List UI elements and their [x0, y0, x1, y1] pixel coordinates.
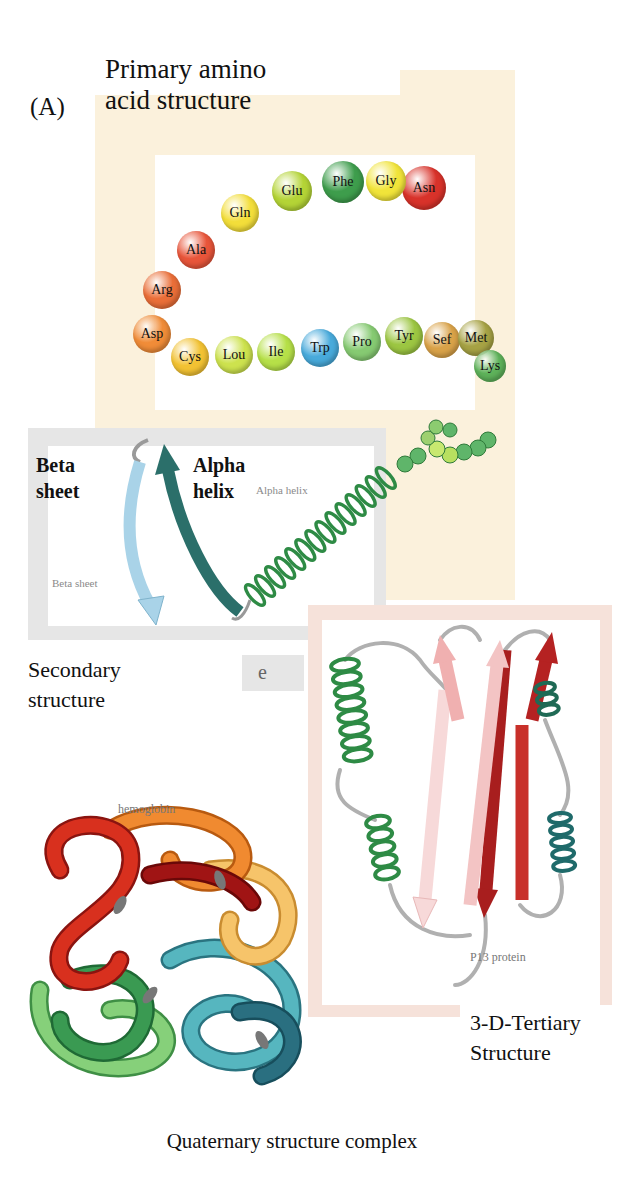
amino-acid-name: Asp [141, 327, 164, 341]
amino-acid-bead: Glu [272, 171, 312, 211]
amino-acid-name: Met [465, 331, 488, 345]
section-label: 3-D-Tertiary Structure [470, 1008, 620, 1068]
amino-acid-bead: Tyr [385, 317, 423, 355]
amino-acid-name: Cys [179, 350, 201, 364]
protein-name: P13 protein [470, 950, 526, 964]
amino-acid-bead: Trp [301, 329, 339, 367]
tertiary-panel-frame [308, 605, 612, 1017]
amino-acid-name: Pro [352, 335, 371, 349]
amino-acid-name: Lys [480, 359, 500, 373]
structure-label: Alpha helix [193, 452, 273, 504]
amino-acid-bead: Gln [221, 194, 259, 232]
amino-acid-name: Phe [333, 175, 354, 189]
alpha-helix-arrowhead [155, 444, 180, 475]
small-caption: Alpha helix [256, 484, 308, 497]
beta-sheet-arrow [130, 462, 150, 605]
heme-groups [111, 869, 272, 1051]
beta-sheet-arrowhead [138, 596, 164, 625]
amino-acid-bead: Asp [133, 315, 171, 353]
amino-acid-name: Gly [376, 174, 397, 188]
structure-label: Beta sheet [36, 452, 111, 504]
tertiary-panel-inner [322, 620, 600, 1005]
amino-acid-name: Lou [223, 348, 246, 362]
amino-acid-name: Asn [413, 181, 436, 195]
panel-letter: (A) [30, 92, 65, 122]
protein-name: hemoglobin [118, 802, 175, 816]
beta-strands [413, 632, 558, 928]
amino-acid-bead: Sef [424, 322, 460, 358]
tertiary-helices [330, 657, 575, 881]
amino-acid-bead: Cys [171, 338, 209, 376]
amino-acid-bead: Lys [474, 350, 506, 382]
amino-acid-bead: Asn [402, 166, 446, 210]
panel-title: Primary amino acid structure [105, 54, 295, 116]
fragment-text: e [258, 660, 267, 684]
primary-panel-inner [155, 155, 475, 410]
amino-acid-bead: Ala [177, 231, 215, 269]
amino-acid-name: Trp [310, 341, 330, 355]
secondary-panel-inner [48, 446, 374, 626]
amino-acid-bead: Gly [366, 161, 406, 201]
amino-acid-bead: Lou [215, 336, 253, 374]
amino-acid-name: Sef [433, 333, 452, 347]
amino-acid-name: Glu [282, 184, 303, 198]
alpha-helix-coil [243, 465, 399, 608]
primary-structure-panel: Primary amino acid structureAsnGlyPheGlu… [95, 95, 515, 425]
amino-acid-bead: Phe [322, 161, 364, 203]
grey-strip [242, 655, 304, 691]
protein-loops [337, 627, 568, 985]
hemoglobin-tubes [39, 815, 292, 1076]
amino-acid-name: Tyr [394, 329, 413, 343]
section-label: Secondary structure [28, 655, 188, 715]
small-caption: Beta sheet [52, 577, 98, 590]
chain-beads [397, 420, 496, 472]
amino-acid-bead: Pro [343, 323, 381, 361]
amino-acid-name: Ile [269, 345, 284, 359]
primary-panel-bg [400, 70, 515, 100]
amino-acid-bead: Ile [257, 333, 295, 371]
amino-acid-name: Gln [230, 206, 251, 220]
figure-caption: Quaternary structure complex [92, 1128, 492, 1154]
amino-acid-name: Arg [151, 283, 173, 297]
amino-acid-name: Ala [186, 243, 206, 257]
amino-acid-bead: Arg [143, 271, 181, 309]
loop [134, 440, 148, 462]
